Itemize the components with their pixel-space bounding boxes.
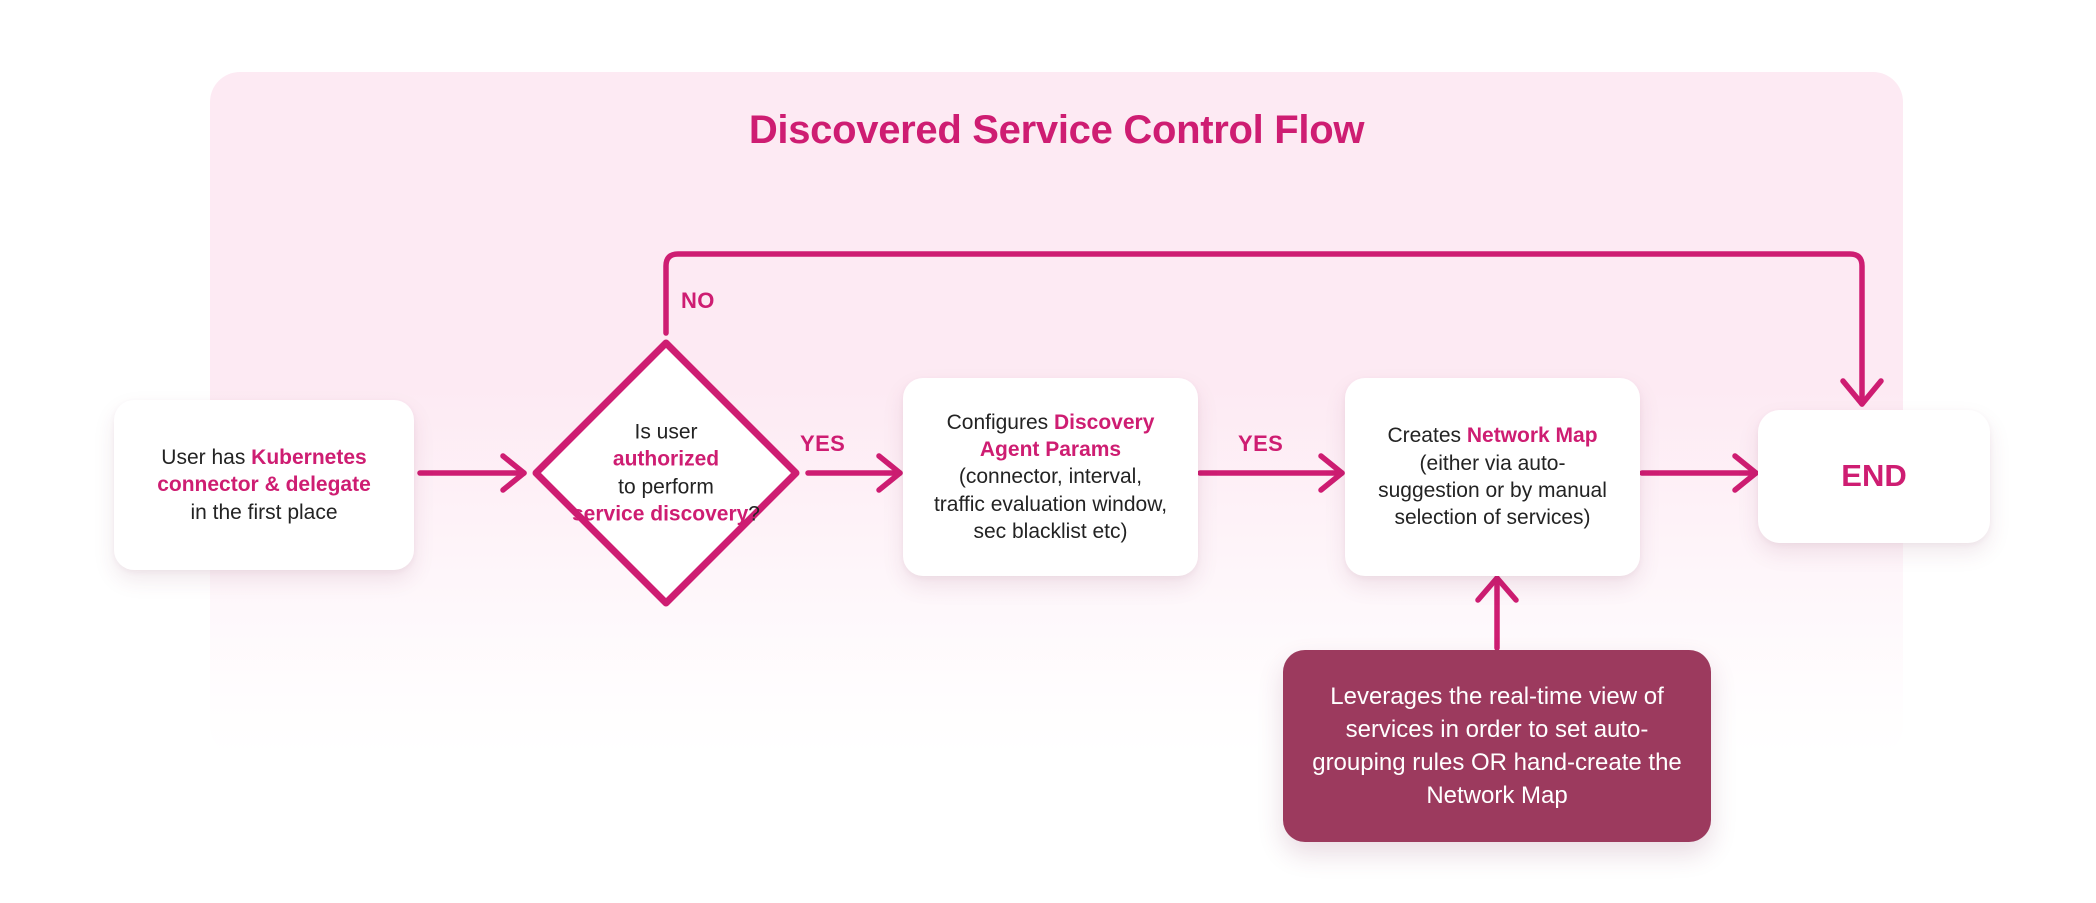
diamond-shape-icon xyxy=(532,339,800,607)
node-creates-network-map[interactable]: Creates Network Map(either via auto-sugg… xyxy=(1345,378,1640,576)
edge-label-yes-2: YES xyxy=(1238,431,1284,456)
page-title: Discovered Service Control Flow xyxy=(748,108,1365,152)
node-map-text: Creates Network Map(either via auto-sugg… xyxy=(1378,424,1607,530)
node-end-label: END xyxy=(1841,458,1907,494)
edge-label-yes-1: YES xyxy=(800,431,846,456)
node-end-terminator[interactable]: END xyxy=(1758,410,1990,543)
edge-label-no: NO xyxy=(681,288,715,313)
note-text: Leverages the real-time view of services… xyxy=(1312,682,1682,810)
note-leverages-real-time-view[interactable]: Leverages the real-time view of services… xyxy=(1283,650,1711,842)
